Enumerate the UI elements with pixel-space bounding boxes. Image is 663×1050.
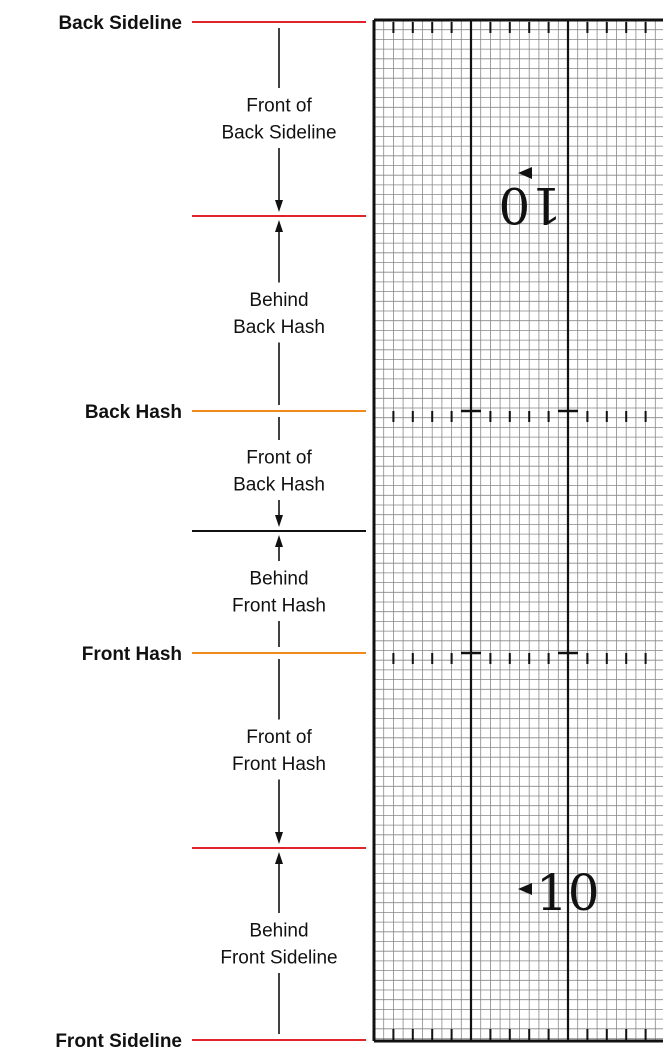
reference-label-back-hash: Back Hash — [85, 402, 182, 423]
zone-label-line: Back Hash — [233, 475, 325, 496]
zone-label-line: Front Hash — [232, 754, 326, 775]
grid-major-lines — [372, 18, 663, 1043]
zone-arrow-head-down — [275, 200, 283, 212]
zone-label-line: Front of — [246, 96, 312, 117]
zone-3: Front of Back Hash — [233, 417, 325, 527]
yard-number-front-arrow — [518, 883, 532, 895]
yard-number-front: 10 — [536, 864, 600, 922]
zone-label-line: Back Sideline — [221, 123, 336, 144]
zone-label-line: Front of — [246, 448, 312, 469]
zone-label-line: Back Hash — [233, 317, 325, 338]
zone-5: Front of Front Hash — [232, 659, 326, 844]
zone-label-line: Behind — [249, 921, 308, 942]
zone-arrow-head-up — [275, 220, 283, 232]
reference-label-front-hash: Front Hash — [82, 644, 182, 665]
reference-label-front-sideline: Front Sideline — [55, 1031, 182, 1050]
yard-number-back: 10 — [498, 176, 562, 234]
football-field-grid: 10 10 — [372, 18, 663, 1043]
zone-1: Front of Back Sideline — [221, 28, 337, 212]
zone-label-line: Behind — [249, 290, 308, 311]
zone-arrow-head-up — [275, 535, 283, 547]
zone-label-line: Front of — [246, 727, 312, 748]
zone-label-line: Front Hash — [232, 596, 326, 617]
zone-arrow-head-down — [275, 515, 283, 527]
reference-label-back-sideline: Back Sideline — [58, 13, 182, 34]
zone-label-line: Front Sideline — [220, 948, 337, 969]
hash-tick-marks — [392, 22, 647, 1040]
zone-arrow-head-down — [275, 832, 283, 844]
zone-arrow-head-up — [275, 852, 283, 864]
zone-label-line: Behind — [249, 569, 308, 590]
yard-number-back-arrow — [518, 167, 532, 179]
